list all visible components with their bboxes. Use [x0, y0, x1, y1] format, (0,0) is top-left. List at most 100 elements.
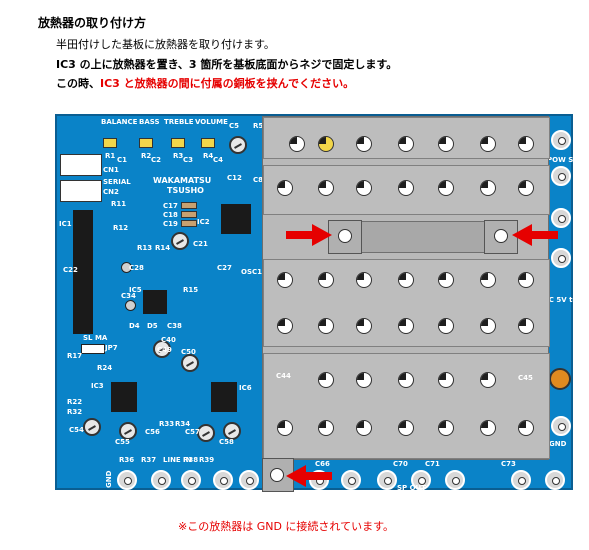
- heatsink-hole: [398, 180, 414, 196]
- label-c66: C66: [315, 460, 330, 468]
- label-c40: C40: [161, 336, 176, 344]
- capacitor-c21: [171, 232, 189, 250]
- label-r37: R37: [141, 456, 157, 464]
- heatsink-hole: [356, 136, 372, 152]
- label-c12: C12: [227, 174, 242, 182]
- heatsink-hole: [480, 180, 496, 196]
- capacitor-c34: [125, 300, 136, 311]
- heatsink-hole: [318, 136, 334, 152]
- label-c5: C5: [229, 122, 240, 130]
- label-r17: R17: [67, 352, 83, 360]
- heatsink-hole: [356, 318, 372, 334]
- connector-cn2: [60, 180, 102, 202]
- heatsink: [262, 116, 550, 460]
- heatsink-hole: [277, 420, 293, 436]
- capacitor-c58: [223, 422, 241, 440]
- led-bass: [139, 138, 153, 148]
- label-c57: C57: [185, 428, 200, 436]
- label-r2: R2: [141, 152, 152, 160]
- component-c17: [181, 202, 197, 209]
- heatsink-hole: [398, 272, 414, 288]
- heatsink-hole: [398, 136, 414, 152]
- osc-label: OSC1: [241, 268, 262, 276]
- label-ic3: IC3: [91, 382, 104, 390]
- label-d4: D4: [129, 322, 140, 330]
- capacitor-c50: [181, 354, 199, 372]
- heatsink-hole: [518, 180, 534, 196]
- label-r32: R32: [67, 408, 83, 416]
- label-c28: C28: [129, 264, 144, 272]
- heatsink-hole: [289, 136, 305, 152]
- jack-sp-out-2: [341, 470, 361, 490]
- power-capacitor: [549, 368, 571, 390]
- label-r36: R36: [119, 456, 135, 464]
- label-c27: C22: [63, 266, 78, 274]
- label-r38: R38: [183, 456, 199, 464]
- label-r15: R15: [183, 286, 199, 294]
- heatsink-fin-row-4: [263, 353, 550, 459]
- label-r24: R24: [97, 364, 113, 372]
- label-c19: C19: [163, 220, 178, 228]
- ic6-chip: [211, 382, 237, 412]
- label-d5: D5: [147, 322, 158, 330]
- jack-right-4: [551, 248, 571, 268]
- instruction-line-3: この時、IC3 と放熱器の間に付属の銅板を挟んでください。: [56, 75, 354, 91]
- connector-label-serial: SERIAL: [103, 178, 131, 186]
- heatsink-hole: [356, 372, 372, 388]
- heatsink-hole: [277, 318, 293, 334]
- label-r11: R11: [111, 200, 127, 208]
- label-c45: C45: [518, 374, 533, 382]
- capacitor-c57: [197, 424, 215, 442]
- heatsink-hole: [480, 372, 496, 388]
- maker-name: WAKAMATSU: [153, 176, 212, 185]
- heatsink-hole: [398, 318, 414, 334]
- heatsink-hole: [518, 420, 534, 436]
- heatsink-hole: [356, 180, 372, 196]
- component-c19: [181, 220, 197, 227]
- label-r1: R1: [105, 152, 116, 160]
- pot-label-balance: BALANCE: [101, 118, 138, 126]
- label-c8: C8: [253, 176, 264, 184]
- heatsink-hole: [480, 136, 496, 152]
- pot-label-bass: BASS: [139, 118, 160, 126]
- label-ic6: IC6: [239, 384, 252, 392]
- label-c34: C34: [121, 292, 136, 300]
- label-c2: C2: [151, 156, 162, 164]
- led-balance: [103, 138, 117, 148]
- heatsink-hole: [356, 272, 372, 288]
- label-c4: C4: [213, 156, 224, 164]
- ic3-area-chip: [111, 382, 137, 412]
- component-c18: [181, 211, 197, 218]
- ic5-chip: [143, 290, 167, 314]
- side-label-pow-sw: POW SW: [547, 156, 582, 164]
- maker-name-2: TSUSHO: [167, 186, 204, 195]
- jack-line-in-1: [117, 470, 137, 490]
- heatsink-hole: [480, 420, 496, 436]
- connector-cn1: [60, 154, 102, 176]
- heatsink-hole: [318, 180, 334, 196]
- label-c18: C18: [163, 211, 178, 219]
- jumper-label-slma: SL MA: [83, 334, 108, 342]
- capacitor-c54: [83, 418, 101, 436]
- label-r3: R3: [173, 152, 184, 160]
- label-c50: C50: [181, 348, 196, 356]
- label-c54: C54: [69, 426, 84, 434]
- label-r22: R22: [67, 398, 83, 406]
- label-r5: R5: [253, 122, 264, 130]
- heatsink-hole: [277, 272, 293, 288]
- label-c73: C73: [501, 460, 516, 468]
- heatsink-hole: [277, 180, 293, 196]
- jumper-label-jp7: JP7: [105, 344, 118, 352]
- arrow-right-icon: [286, 224, 332, 246]
- heatsink-hole: [438, 136, 454, 152]
- heatsink-hole: [438, 318, 454, 334]
- heatsink-hole: [438, 180, 454, 196]
- jack-line-in-5: [239, 470, 259, 490]
- label-c21: C21: [193, 240, 208, 248]
- capacitor-c49: [153, 340, 171, 358]
- label-r34: R34: [175, 420, 191, 428]
- mounting-screw-hole-left: [338, 229, 352, 243]
- label-c71: C71: [425, 460, 440, 468]
- heatsink-mount-bar: [347, 221, 495, 253]
- capacitor-c8: [229, 136, 247, 154]
